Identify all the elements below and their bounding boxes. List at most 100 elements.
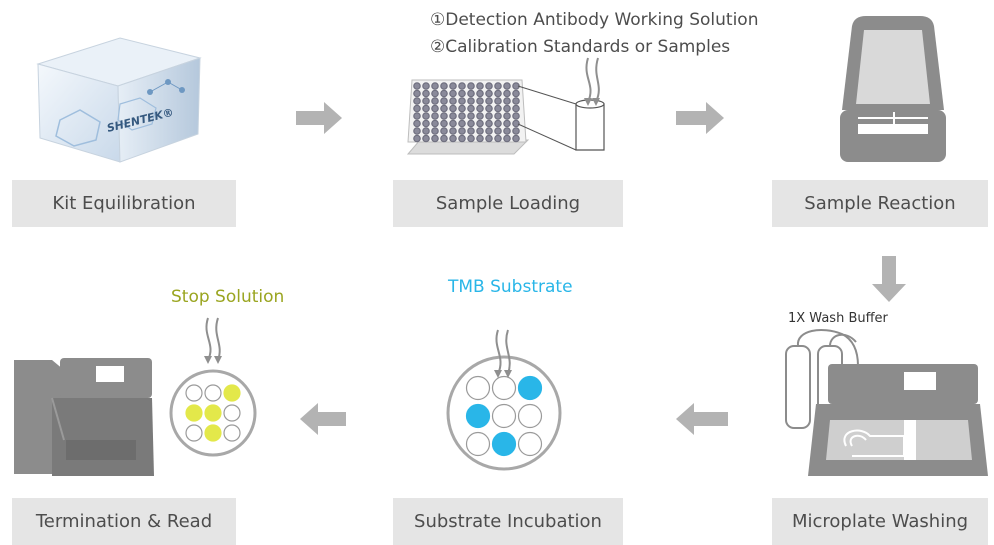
- plate-well: [458, 89, 466, 98]
- stop-wells: [185, 384, 241, 442]
- plate-well: [467, 104, 475, 113]
- plate-well: [512, 119, 520, 128]
- step-termination-read: Termination & Read: [12, 498, 236, 545]
- plate-well: [449, 112, 457, 120]
- plate-well: [503, 82, 511, 90]
- plate-well: [494, 127, 502, 135]
- plate-well: [422, 97, 430, 105]
- plate-well: [440, 97, 448, 105]
- step-sample-reaction: Sample Reaction: [772, 180, 988, 227]
- plate-well: [422, 119, 430, 128]
- stop-well: [223, 424, 241, 442]
- incubator-icon: [840, 16, 946, 162]
- plate-well: [476, 127, 484, 135]
- plate-well: [458, 104, 466, 113]
- plate-washer-icon: [785, 329, 988, 476]
- plate-well: [512, 104, 520, 113]
- plate-well: [476, 104, 484, 113]
- stop-well-plate-icon: [169, 369, 257, 457]
- plate-well: [494, 104, 502, 113]
- plate-well: [440, 82, 448, 90]
- stop-well: [204, 404, 222, 422]
- plate-well: [503, 127, 511, 135]
- plate-well: [413, 134, 421, 143]
- plate-well: [485, 134, 493, 143]
- plate-well: [467, 134, 475, 143]
- plate-well: [476, 97, 484, 105]
- plate-well: [485, 97, 493, 105]
- plate-well: [467, 82, 475, 90]
- plate-well: [503, 134, 511, 143]
- tmb-well: [465, 431, 491, 457]
- plate-well: [476, 89, 484, 98]
- tmb-well: [491, 403, 517, 429]
- plate-well: [467, 89, 475, 98]
- plate-well: [476, 119, 484, 128]
- plate-well: [512, 134, 520, 143]
- plate-well: [485, 104, 493, 113]
- wash-buffer-label: 1X Wash Buffer: [788, 311, 888, 326]
- plate-well: [431, 89, 439, 98]
- flow-arrow-icon: [296, 102, 342, 134]
- plate-well: [422, 134, 430, 143]
- plate-well: [512, 97, 520, 105]
- plate-wells: [413, 82, 520, 143]
- plate-well: [422, 112, 430, 120]
- plate-well: [467, 112, 475, 120]
- plate-well: [422, 104, 430, 113]
- stop-well: [223, 404, 241, 422]
- plate-well: [440, 112, 448, 120]
- plate-well: [494, 82, 502, 90]
- tmb-well: [491, 375, 517, 401]
- plate-well: [449, 127, 457, 135]
- plate-well: [458, 112, 466, 120]
- plate-well: [413, 89, 421, 98]
- plate-well: [413, 82, 421, 90]
- stop-well: [223, 384, 241, 402]
- plate-well: [494, 97, 502, 105]
- plate-well: [440, 134, 448, 143]
- plate-well: [413, 97, 421, 105]
- flow-arrow-icon: [676, 102, 724, 134]
- loading-reagent-1: ①Detection Antibody Working Solution: [430, 10, 759, 30]
- plate-well: [485, 119, 493, 128]
- flow-arrow-icon: [300, 403, 346, 435]
- plate-well: [458, 134, 466, 143]
- plate-well: [467, 119, 475, 128]
- plate-well: [413, 127, 421, 135]
- plate-well: [485, 82, 493, 90]
- tmb-well: [465, 375, 491, 401]
- plate-well: [503, 97, 511, 105]
- plate-well: [440, 127, 448, 135]
- plate-well: [476, 112, 484, 120]
- plate-well: [449, 97, 457, 105]
- stop-solution-label: Stop Solution: [171, 287, 285, 307]
- plate-well: [449, 104, 457, 113]
- plate-well: [431, 97, 439, 105]
- plate-well: [449, 134, 457, 143]
- plate-well: [512, 89, 520, 98]
- tmb-well-plate-icon: [446, 355, 562, 471]
- plate-well: [431, 127, 439, 135]
- reagent-kit-box-icon: SHENTEK®: [36, 37, 202, 163]
- plate-well: [431, 104, 439, 113]
- stop-well: [185, 404, 203, 422]
- plate-well: [467, 127, 475, 135]
- tmb-substrate-label: TMB Substrate: [448, 277, 573, 297]
- tmb-well: [491, 431, 517, 457]
- plate-well: [485, 89, 493, 98]
- flow-arrow-icon: [676, 403, 728, 435]
- plate-well: [485, 112, 493, 120]
- plate-well: [512, 112, 520, 120]
- plate-well: [413, 104, 421, 113]
- tmb-well: [517, 375, 543, 401]
- plate-well: [458, 119, 466, 128]
- plate-well: [449, 82, 457, 90]
- step-microplate-washing: Microplate Washing: [772, 498, 988, 545]
- tmb-well: [465, 403, 491, 429]
- plate-well: [494, 119, 502, 128]
- stop-well: [204, 424, 222, 442]
- plate-well: [413, 112, 421, 120]
- plate-reader-icon: [14, 358, 154, 476]
